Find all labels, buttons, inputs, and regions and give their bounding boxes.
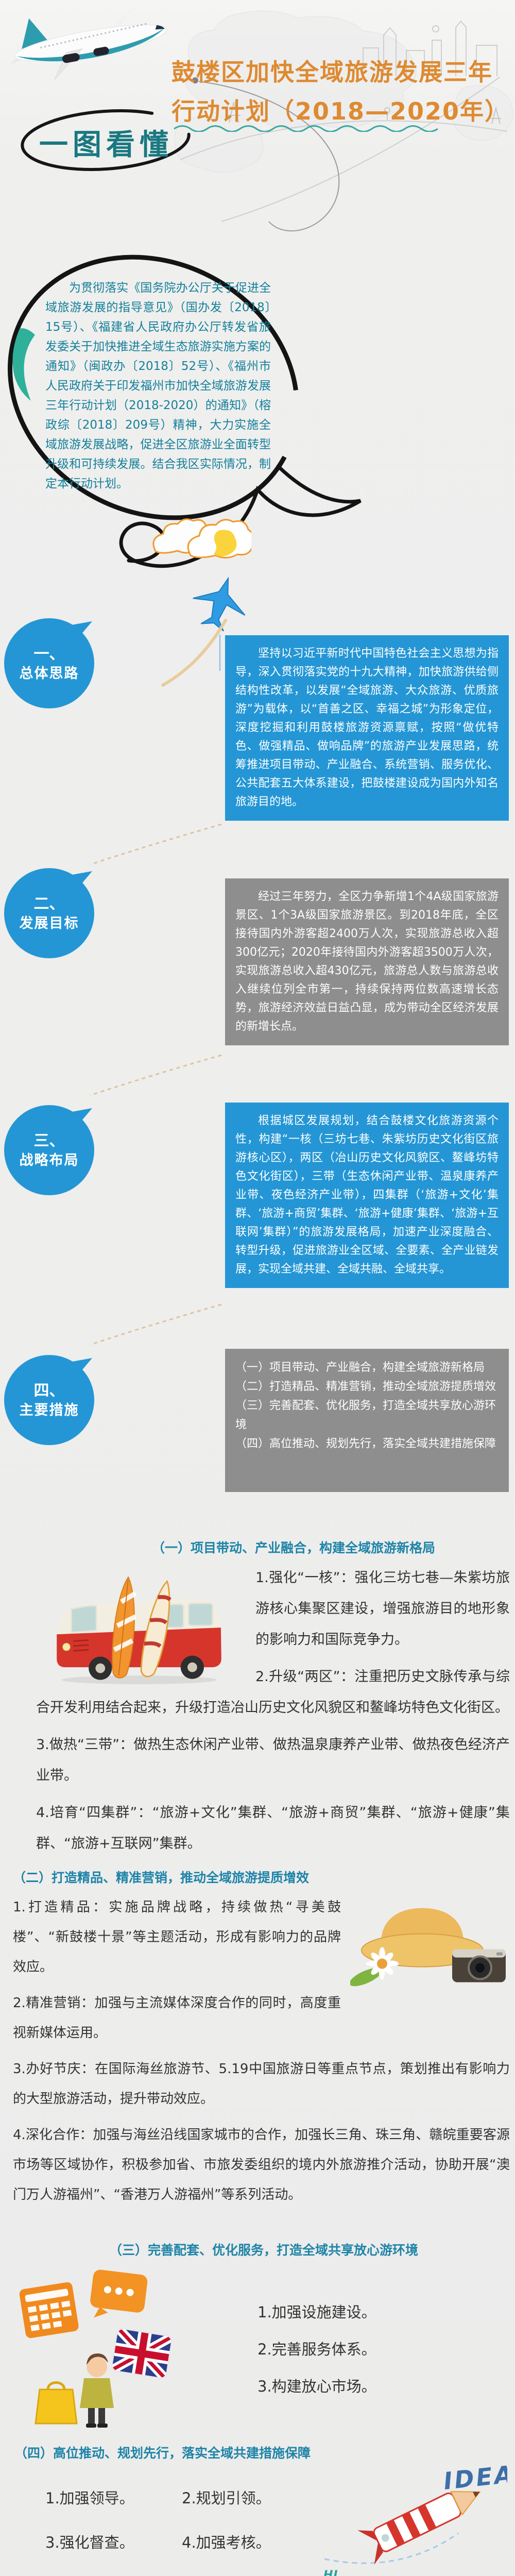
page-title-line1: 鼓楼区加快全域旅游发展三年 (171, 58, 493, 86)
section-name: 主要措施 (19, 1402, 79, 1418)
measure-4-item: 4.加强考核。 (182, 2534, 271, 2551)
tourist-services-illustration (13, 2266, 173, 2431)
straw-hat-camera-illustration (349, 1889, 510, 1990)
overall-thinking-box: 坚持以习近平新时代中国特色社会主义思想为指导，深入贯彻落实党的十九大精神，加快旅… (225, 635, 509, 821)
intro-paragraph: 为贯彻落实《国务院办公厅关于促进全域旅游发展的指导意见》（国办发〔2018〕15… (45, 281, 271, 490)
measure-2-item: 3.办好节庆：在国际海丝旅游节、5.19中国旅游日等重点节点，策划推出有影响力的… (13, 2061, 510, 2107)
measure-1-heading: （一）项目带动、产业融合，构建全域旅游新格局 (152, 1540, 436, 1555)
camper-van-illustration (36, 1564, 242, 1685)
measure-3-list: 1.加强设施建设。 2.完善服务体系。 3.构建放心市场。 (258, 2294, 376, 2405)
shopping-bag-icon (35, 2381, 78, 2425)
calendar-icon (19, 2282, 79, 2338)
section-drop-2: 二、 发展目标 (4, 868, 94, 958)
main-measures-box: （一）项目带动、产业融合，构建全域旅游新格局 （二）打造精品、精准营销，推动全域… (225, 1349, 509, 1492)
tan-curve-decor (161, 619, 227, 687)
measure-summary-item: （三）完善配套、优化服务，打造全域共享放心游环境 (235, 1399, 496, 1431)
tourist-services-icons (19, 2269, 173, 2428)
uk-flag-icon (111, 2328, 173, 2379)
measure-3-item: 2.完善服务体系。 (258, 2341, 376, 2358)
measure-1-item: 1.强化“一核”：强化三坊七巷—朱紫坊旅游核心集聚区建设，增强旅游目的地形象的影… (255, 1570, 510, 1648)
page-title-line2: 行动计划（2018—2020年） (171, 97, 510, 125)
measure-4-heading: （四）高位推动、规划先行，落实全域共建措施保障 (14, 2446, 311, 2461)
section-name: 战略布局 (19, 1152, 79, 1168)
section-drop-3: 三、 战略布局 (4, 1105, 94, 1195)
measure-3-item: 1.加强设施建设。 (258, 2303, 376, 2321)
measure-section-2: （二）打造精品、精准营销，推动全域旅游提质增效 (13, 1868, 510, 2210)
chat-bubble-icon (90, 2269, 148, 2318)
measure-2-item: 2.精准营销：加强与主流媒体深度合作的同时，高度重视新媒体运用。 (13, 1995, 341, 2041)
measure-section-1: （一）项目带动、产业融合，构建全域旅游新格局 (36, 1538, 510, 1859)
strategic-layout-text: 根据城区发展规划，结合鼓楼文化旅游资源个性，构建“一核（三坊七巷、朱紫坊历史文化… (235, 1114, 499, 1276)
measure-4-item: 3.强化督查。 (45, 2534, 134, 2551)
measure-2-item: 4.深化合作：加强与海丝沿线国家城市的合作，加强长三角、珠三角、赣皖重要客源市场… (13, 2127, 510, 2202)
measure-2-item: 1.打造精品：实施品牌战略，持续做热“寻美鼓楼”、“新鼓楼十景”等主题活动，形成… (13, 1900, 341, 1975)
section-number: 一、 (33, 645, 65, 663)
section-drop-1: 一、 总体思路 (4, 618, 94, 708)
daisy-flower-icon (365, 1947, 399, 1980)
camera-icon (452, 1949, 506, 1982)
world-map-sketch (174, 10, 513, 173)
section-name: 总体思路 (19, 665, 79, 682)
section-number: 三、 (33, 1131, 65, 1150)
development-goals-text: 经过三年努力，全区力争新增1个4A级国家旅游景区、1个3A级国家旅游景区。到20… (235, 890, 499, 1033)
measure-3-heading: （三）完善配套、优化服务，打造全域共享放心游环境 (109, 2243, 419, 2258)
section-drop-4: 四、 主要措施 (4, 1355, 94, 1445)
development-goals-box: 经过三年努力，全区力争新增1个4A级国家旅游景区、1个3A级国家旅游景区。到20… (225, 878, 509, 1045)
measure-4-item: 1.加强领导。 (45, 2489, 134, 2507)
measure-1-item: 2.升级“两区”：注重把历史文脉传承与综合开发利用结合起来，升级打造冶山历史文化… (36, 1669, 510, 1716)
measure-summary-item: （一）项目带动、产业融合，构建全域旅游新格局 (235, 1361, 485, 1374)
measure-1-item: 3.做热“三带”：做热生态休闲产业带、做热温泉康养产业带、做热夜色经济产业带。 (36, 1737, 510, 1784)
measure-summary-item: （四）高位推动、规划先行，落实全域共建措施保障 (235, 1437, 496, 1450)
measure-2-heading: （二）打造精品、精准营销，推动全域旅游提质增效 (13, 1870, 310, 1885)
overall-thinking-text: 坚持以习近平新时代中国特色社会主义思想为指导，深入贯彻落实党的十九大精神，加快旅… (235, 647, 499, 808)
cloud-doodle-icon (152, 518, 251, 558)
idea-label: IDEA (442, 2460, 507, 2495)
measure-4-list: 1.加强领导。 2.规划引领。 3.强化督查。 4.加强考核。 (45, 2486, 318, 2552)
measure-3-item: 3.构建放心市场。 (258, 2378, 376, 2395)
section-name: 发展目标 (19, 915, 79, 931)
paper-plane-icon (193, 577, 246, 671)
straw-hat-camera-icon (349, 1908, 506, 1987)
wavy-underline (174, 125, 438, 132)
camper-van-icon (57, 1576, 221, 1685)
section-number: 二、 (33, 894, 65, 913)
one-image-badge: 一图看懂 (39, 128, 173, 162)
measure-summary-item: （二）打造精品、精准营销，推动全域旅游提质增效 (235, 1380, 496, 1393)
pencil-rocket-icon: IDEA (324, 2460, 515, 2565)
measure-4-item: 2.规划引领。 (182, 2489, 271, 2507)
jumbo-jet-icon (10, 5, 167, 80)
measure-1-item: 4.培育“四集群”：“旅游+文化”集群、“旅游+商贸”集群、“旅游+健康”集群、… (36, 1805, 510, 1852)
crescent-shape (12, 328, 35, 401)
idea-pencil-illustration: IDEA (317, 2448, 515, 2576)
dashed-connectors (90, 823, 222, 1346)
tourist-person-icon (80, 2353, 114, 2428)
section-number: 四、 (33, 1381, 65, 1400)
strategic-layout-box: 根据城区发展规划，结合鼓楼文化旅游资源个性，构建“一核（三坊七巷、朱紫坊历史文化… (225, 1103, 509, 1288)
publisher-logo: HL. (323, 2569, 346, 2576)
